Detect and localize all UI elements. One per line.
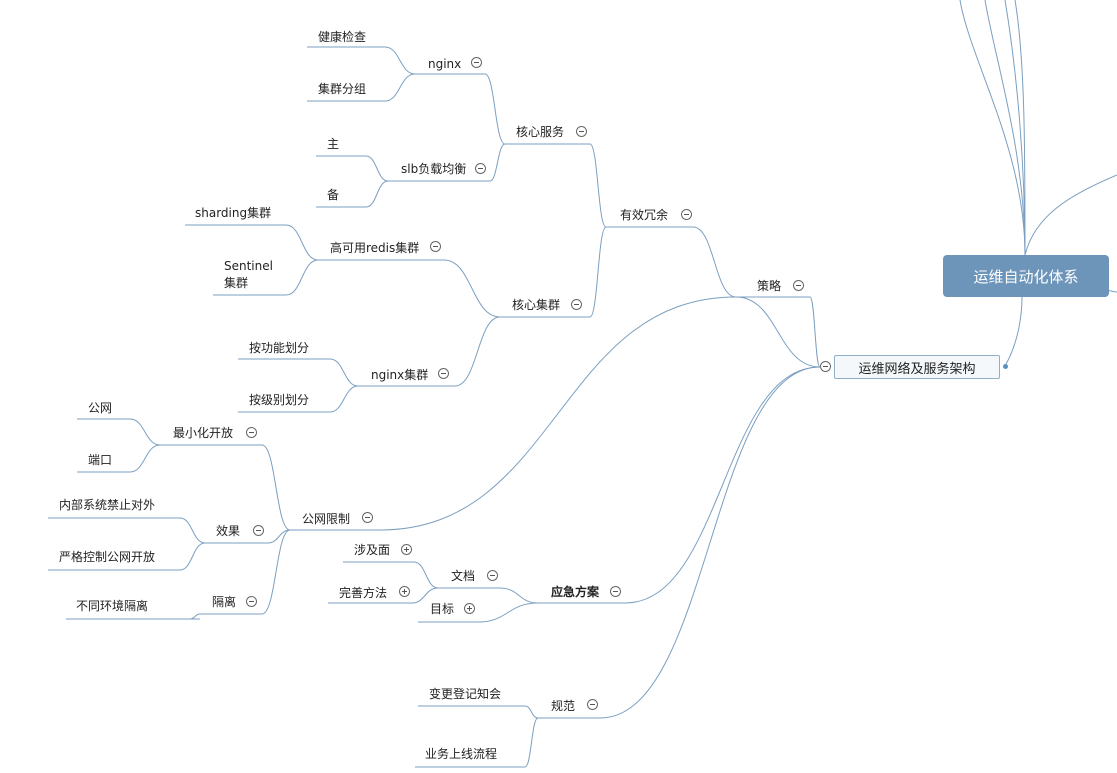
edge-wendang-sheji bbox=[413, 561, 439, 589]
edge-redis-sentinel bbox=[285, 259, 319, 296]
edge-hexinfuwu-nginx bbox=[484, 73, 506, 145]
edge-guifan-biangeng bbox=[524, 705, 539, 719]
root-branch-up bbox=[1014, 0, 1026, 256]
node-sentinel-line1[interactable]: Sentinel bbox=[224, 259, 273, 273]
edge-center-gongwang bbox=[735, 296, 821, 368]
node-wanshan[interactable]: 完善方法 bbox=[339, 586, 388, 600]
edge-slb-bei bbox=[365, 180, 389, 208]
node-celue[interactable]: 策略 bbox=[757, 279, 782, 293]
edge-nginxjiqun-jibie bbox=[329, 385, 359, 413]
collapse-icon-xiaoguo[interactable] bbox=[253, 525, 264, 536]
node-jiankang[interactable]: 健康检查 bbox=[318, 30, 367, 44]
root-branch-up bbox=[984, 0, 1026, 256]
collapse-icon-nginx[interactable] bbox=[471, 57, 482, 68]
edge-zxh-duankou bbox=[129, 444, 161, 473]
collapse-icon-gongwang-xianzhi[interactable] bbox=[362, 512, 373, 523]
edge-gwxz-geli bbox=[261, 529, 291, 615]
center-topic[interactable]: 运维网络及服务架构 bbox=[834, 355, 1000, 379]
connector-dot-icon bbox=[1003, 364, 1008, 369]
edge-yingji-wendang bbox=[499, 587, 539, 604]
edge-xiaoguo-yange bbox=[179, 542, 206, 571]
collapse-icon-wendang[interactable] bbox=[487, 570, 498, 581]
collapse-icon-guifan[interactable] bbox=[587, 699, 598, 710]
node-yewu[interactable]: 业务上线流程 bbox=[425, 747, 498, 761]
expand-icon-wanshan[interactable] bbox=[399, 586, 410, 597]
edge-gongwang-main bbox=[379, 296, 737, 531]
node-hexin-jiqun[interactable]: 核心集群 bbox=[512, 298, 561, 312]
edge-zxh-gongwang bbox=[129, 418, 161, 446]
node-sheji[interactable]: 涉及面 bbox=[354, 543, 391, 557]
node-wendang[interactable]: 文档 bbox=[451, 569, 476, 583]
node-duankou[interactable]: 端口 bbox=[88, 453, 113, 467]
node-sharding[interactable]: sharding集群 bbox=[195, 206, 272, 220]
expand-icon-mubiao[interactable] bbox=[464, 603, 475, 614]
node-hexin-fuwu[interactable]: 核心服务 bbox=[516, 125, 565, 139]
node-nginx[interactable]: nginx bbox=[428, 57, 462, 71]
collapse-icon-zuixiaohua[interactable] bbox=[246, 427, 257, 438]
root-node[interactable]: 运维自动化体系 bbox=[943, 255, 1109, 297]
node-sentinel-line2[interactable]: 集群 bbox=[224, 276, 249, 290]
edge-youxiao-hexinfuwu bbox=[589, 143, 607, 228]
edge-center-yingji bbox=[624, 366, 821, 604]
root-node-label: 运维自动化体系 bbox=[973, 267, 1079, 286]
edge-yingji-mubiao bbox=[477, 602, 539, 623]
root-branch-up bbox=[959, 0, 1026, 256]
edge-center-guifan bbox=[599, 366, 821, 719]
edge-redis-sharding bbox=[285, 224, 319, 261]
node-yingji[interactable]: 应急方案 bbox=[551, 585, 600, 599]
node-gongneng[interactable]: 按功能划分 bbox=[249, 341, 310, 355]
node-mubiao[interactable]: 目标 bbox=[430, 602, 455, 616]
edge-youxiao-hexinjiqun bbox=[589, 226, 607, 318]
collapse-icon-celue[interactable] bbox=[793, 280, 804, 291]
edge-celue-youxiao bbox=[692, 226, 737, 298]
node-youxiao[interactable]: 有效冗余 bbox=[620, 208, 669, 222]
root-branch-up bbox=[1004, 0, 1026, 256]
node-gongwang-xianzhi[interactable]: 公网限制 bbox=[302, 512, 351, 526]
collapse-icon-center[interactable] bbox=[820, 361, 831, 372]
collapse-icon-nginx-jiqun[interactable] bbox=[438, 368, 449, 379]
node-zhu[interactable]: 主 bbox=[327, 137, 340, 151]
node-guifan[interactable]: 规范 bbox=[551, 699, 576, 713]
collapse-icon-slb[interactable] bbox=[475, 163, 486, 174]
collapse-icon-hexin-fuwu[interactable] bbox=[576, 126, 587, 137]
edge-slb-zhu bbox=[365, 155, 389, 182]
edge-center-celue bbox=[809, 296, 821, 368]
node-redis[interactable]: 高可用redis集群 bbox=[330, 241, 420, 255]
node-slb[interactable]: slb负载均衡 bbox=[401, 162, 467, 176]
edge-geli-butong bbox=[189, 613, 201, 620]
node-neibu[interactable]: 内部系统禁止对外 bbox=[59, 498, 156, 512]
node-geli[interactable]: 隔离 bbox=[212, 595, 237, 609]
edge-hexinfuwu-slb bbox=[489, 143, 506, 182]
edge-wendang-wanshan bbox=[411, 587, 439, 604]
node-nginx-jiqun[interactable]: nginx集群 bbox=[371, 368, 429, 382]
node-jiqun-fenzu[interactable]: 集群分组 bbox=[318, 82, 367, 96]
collapse-icon-yingji[interactable] bbox=[610, 586, 621, 597]
edge-hexinjiqun-nginxjiqun bbox=[454, 316, 501, 387]
node-gongwang[interactable]: 公网 bbox=[88, 401, 113, 415]
collapse-icon-youxiao[interactable] bbox=[681, 209, 692, 220]
edge-nginx-jiankang bbox=[384, 46, 416, 75]
center-topic-label: 运维网络及服务架构 bbox=[858, 361, 976, 377]
collapse-icon-geli[interactable] bbox=[246, 596, 257, 607]
root-to-center-link bbox=[1004, 296, 1023, 367]
node-xiaoguo[interactable]: 效果 bbox=[216, 524, 241, 538]
edge-guifan-yewu bbox=[524, 717, 539, 768]
node-butong[interactable]: 不同环境隔离 bbox=[76, 599, 149, 613]
root-branch-right bbox=[1024, 174, 1117, 256]
node-biangeng[interactable]: 变更登记知会 bbox=[429, 687, 502, 701]
collapse-icon-redis[interactable] bbox=[430, 241, 441, 252]
edge-gwxz-zuixiaohua bbox=[261, 444, 291, 531]
node-zuixiaohua[interactable]: 最小化开放 bbox=[173, 426, 234, 440]
edge-xiaoguo-neibu bbox=[179, 517, 206, 544]
edge-nginxjiqun-gongneng bbox=[329, 358, 359, 387]
expand-icon-sheji[interactable] bbox=[401, 544, 412, 555]
edge-hexinjiqun-redis bbox=[443, 259, 501, 318]
node-bei[interactable]: 备 bbox=[327, 188, 340, 202]
edge-nginx-jiqunfenzu bbox=[384, 73, 416, 102]
node-yange[interactable]: 严格控制公网开放 bbox=[59, 550, 156, 564]
collapse-icon-hexin-jiqun[interactable] bbox=[571, 299, 582, 310]
node-jibie[interactable]: 按级别划分 bbox=[249, 393, 310, 407]
